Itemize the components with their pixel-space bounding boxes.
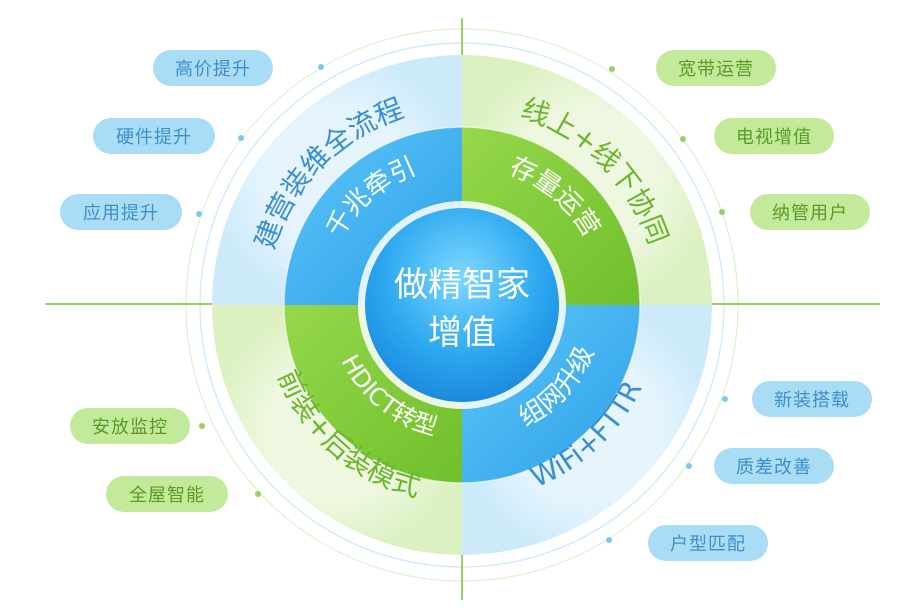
pill-top-right-3: 纳管用户 <box>750 194 870 230</box>
pill-bottom-right-1: 新装搭载 <box>752 381 872 417</box>
pill-bottom-left-2: 全屋智能 <box>106 476 228 512</box>
pill-bottom-right-3: 户型匹配 <box>648 525 768 561</box>
pill-top-left-1: 高价提升 <box>153 50 273 86</box>
center-title-line1: 做精智家 <box>394 265 530 305</box>
pill-top-left-2: 硬件提升 <box>93 118 215 154</box>
center-circle <box>365 208 559 402</box>
pill-bottom-left-1: 安放监控 <box>70 408 190 444</box>
pill-top-right-1: 宽带运营 <box>656 50 776 86</box>
pill-top-left-3: 应用提升 <box>60 194 182 230</box>
connector-dots <box>196 64 728 543</box>
pill-top-right-2: 电视增值 <box>714 118 834 154</box>
center-title-line2: 增值 <box>428 313 496 353</box>
pill-bottom-right-2: 质差改善 <box>714 448 834 484</box>
